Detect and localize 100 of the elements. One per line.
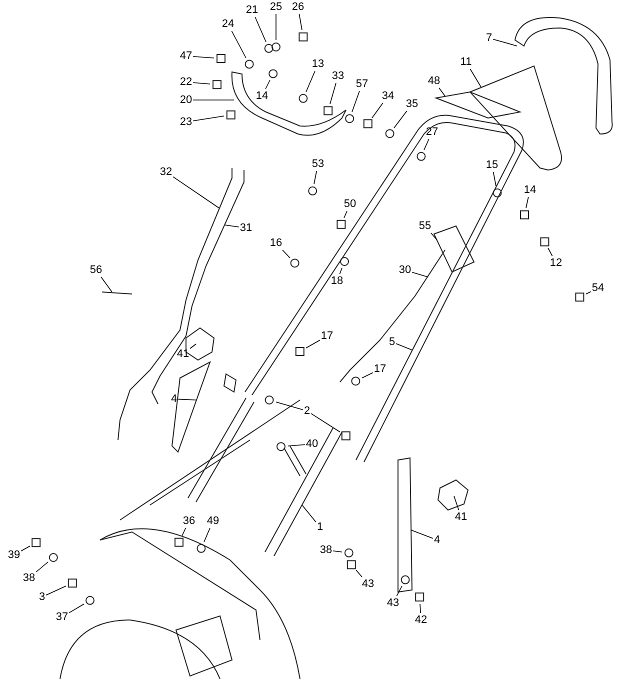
leader-line [412, 272, 428, 278]
callout-number: 43 [386, 597, 400, 609]
callout-number: 26 [292, 1, 304, 13]
leader-line [100, 276, 112, 292]
leader-line [352, 90, 360, 112]
leader-line [424, 138, 430, 150]
leader-line [372, 102, 384, 118]
callout-number: 5 [388, 336, 396, 348]
leader-line [330, 82, 336, 104]
callout-number: 27 [426, 126, 438, 138]
leader-line [192, 56, 214, 58]
leader-line [36, 562, 48, 572]
leader-line [470, 68, 482, 88]
leader-line [526, 196, 529, 208]
leader-line [306, 340, 320, 348]
callout-number: 2 [304, 405, 310, 417]
leader-line [420, 604, 421, 614]
callout-number: 30 [398, 264, 412, 276]
callout-number: 33 [332, 70, 344, 82]
callout-number: 17 [320, 330, 334, 342]
leader-line [20, 546, 30, 552]
leader-line [396, 586, 402, 596]
leader-line [178, 398, 196, 400]
leader-line [339, 268, 342, 274]
callout-number: 34 [382, 90, 394, 102]
callout-number: 31 [240, 222, 252, 234]
callout-number: 37 [56, 611, 68, 623]
leader-line [224, 224, 240, 228]
leader-line [586, 291, 592, 294]
callout-number: 36 [182, 515, 196, 527]
leader-line [192, 82, 210, 84]
leader-line [190, 344, 196, 349]
callout-number: 7 [486, 32, 492, 44]
callout-number: 49 [206, 515, 220, 527]
callout-number: 38 [320, 544, 332, 556]
callout-number: 43 [362, 578, 374, 590]
leader-line [68, 604, 84, 614]
leader-line [344, 210, 348, 218]
leader-line [288, 444, 306, 446]
callout-number: 15 [486, 159, 498, 171]
callout-number: 20 [180, 94, 192, 106]
callout-number: 25 [270, 1, 282, 13]
leader-line [314, 170, 317, 184]
callout-number: 38 [22, 572, 36, 584]
callout-number: 16 [270, 237, 282, 249]
leader-line [231, 30, 246, 58]
leader-line [430, 232, 438, 240]
callout-number: 56 [90, 264, 102, 276]
callout-number: 13 [312, 58, 324, 70]
callout-number: 3 [38, 591, 46, 603]
leader-line [282, 250, 290, 258]
callout-number: 24 [222, 18, 234, 30]
leader-line [192, 116, 224, 122]
leader-line [454, 496, 460, 510]
leader-line [46, 586, 66, 596]
callout-number: 47 [180, 50, 192, 62]
callout-number: 22 [180, 76, 192, 88]
callout-number: 40 [306, 438, 318, 450]
leader-line [310, 413, 340, 432]
leader-line [306, 70, 316, 92]
leader-line [548, 248, 553, 256]
callout-number: 32 [160, 166, 172, 178]
callout-number: 42 [414, 614, 428, 626]
leader-line [332, 550, 342, 552]
callout-number: 39 [8, 549, 20, 561]
callout-number: 41 [176, 348, 190, 360]
leader-line [254, 16, 266, 42]
callout-number: 1 [316, 521, 324, 533]
callout-number: 17 [374, 363, 386, 375]
leader-line [204, 528, 210, 542]
leader-line [356, 570, 362, 578]
callout-number: 14 [256, 90, 268, 102]
leader-line [492, 172, 496, 186]
callout-number: 11 [460, 56, 472, 68]
callout-number: 35 [406, 98, 418, 110]
callout-number: 23 [180, 116, 192, 128]
leader-line [265, 80, 270, 90]
leader-line [396, 343, 412, 350]
callout-number: 18 [330, 275, 344, 287]
leader-line [410, 530, 434, 539]
callout-number: 53 [312, 158, 324, 170]
callout-number: 48 [428, 75, 440, 87]
callout-number: 12 [550, 257, 562, 269]
callout-number: 57 [356, 78, 368, 90]
callout-number: 41 [454, 511, 468, 523]
leader-line [172, 176, 220, 208]
leader-line [394, 110, 408, 128]
callout-number: 54 [592, 282, 604, 294]
leader-line [492, 38, 518, 46]
callout-number: 50 [344, 198, 356, 210]
leader-line [182, 528, 186, 536]
callout-number: 4 [434, 534, 440, 546]
callout-number: 21 [246, 4, 258, 16]
leader-line [298, 14, 302, 30]
callout-number: 14 [524, 184, 536, 196]
callout-number: 55 [418, 220, 432, 232]
callout-number: 4 [170, 393, 178, 405]
leader-line [302, 504, 316, 522]
leader-line [362, 372, 374, 378]
leader-line [438, 88, 446, 96]
